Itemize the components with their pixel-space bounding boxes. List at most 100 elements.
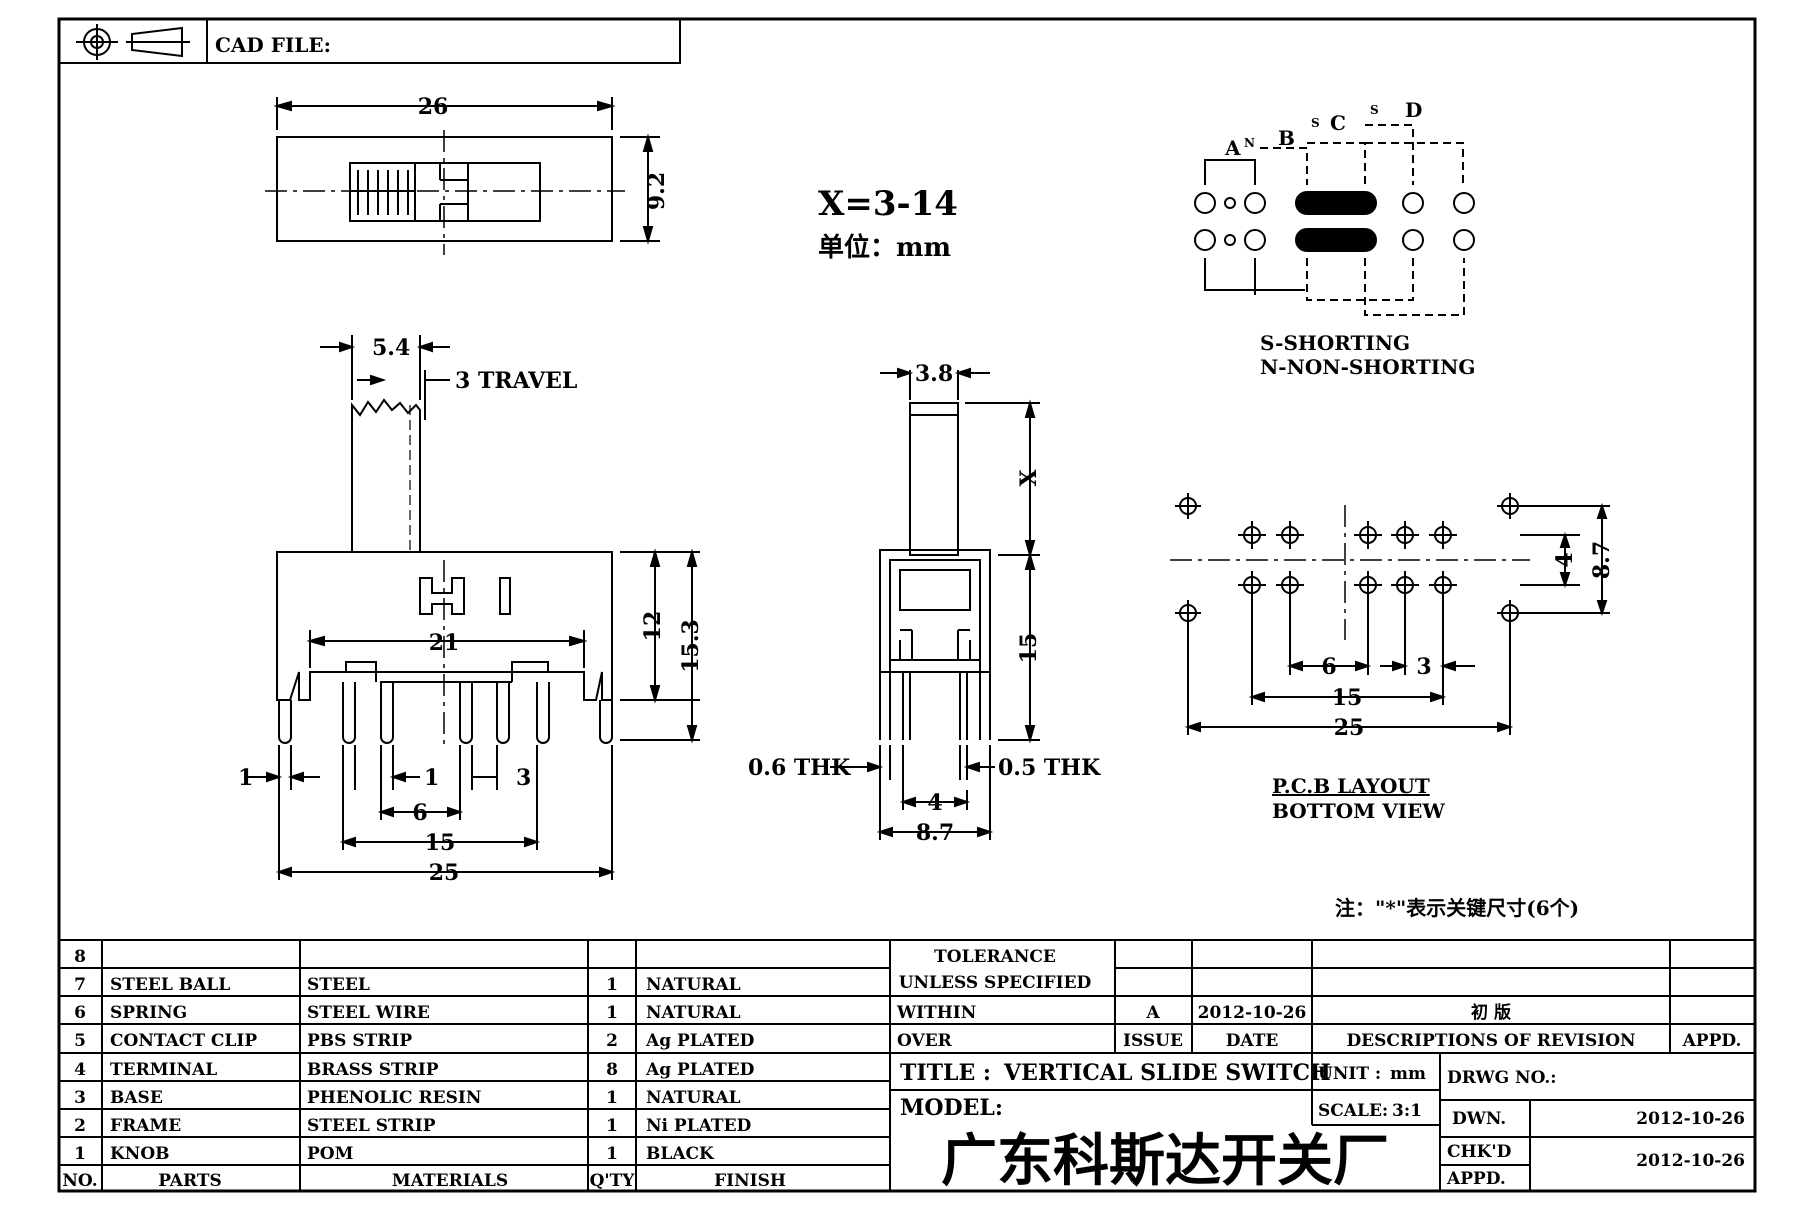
unit-value: mm xyxy=(1390,1064,1426,1084)
bom-qty: 1 xyxy=(606,1003,618,1023)
bom-finish: NATURAL xyxy=(646,1088,741,1108)
dim-6: 6 xyxy=(412,800,427,826)
schematic-label-b: B xyxy=(1278,126,1295,150)
appd-label: APPD. xyxy=(1446,1169,1506,1189)
bom-material: PHENOLIC RESIN xyxy=(307,1088,481,1108)
dim-15-3: 15.3 xyxy=(678,619,704,673)
bom-qty: 2 xyxy=(606,1031,618,1051)
dim-1-right: 1 xyxy=(424,765,439,791)
bom-header-no: NO. xyxy=(62,1171,97,1191)
tolerance-label: TOLERANCE xyxy=(934,947,1056,967)
over-label: OVER xyxy=(897,1031,953,1051)
bom-qty: 1 xyxy=(606,1144,618,1164)
dim-12: 12 xyxy=(640,611,666,642)
bom-row: 8 xyxy=(74,947,86,967)
bom-row: 2 FRAME STEEL STRIP 1 Ni PLATED xyxy=(74,1116,751,1136)
drwg-no-label: DRWG NO.: xyxy=(1447,1068,1557,1088)
bom-header-parts: PARTS xyxy=(158,1171,222,1191)
pcb-layout-title: P.C.B LAYOUT xyxy=(1272,774,1430,798)
revision-issue: A xyxy=(1145,1003,1160,1023)
legend-shorting: S-SHORTING xyxy=(1260,331,1410,355)
description-label: DESCRIPTIONS OF REVISION xyxy=(1346,1031,1635,1051)
dim-5-4: 5.4 xyxy=(372,335,410,361)
bom-part: KNOB xyxy=(110,1144,170,1164)
bom-finish: Ag PLATED xyxy=(645,1060,755,1080)
bom-header-qty: Q'TY xyxy=(590,1171,636,1191)
bom-qty: 1 xyxy=(606,1088,618,1108)
footnote: 注："*"表示关键尺寸(6个) xyxy=(1335,896,1579,920)
company-name: 广东科斯达开关厂 xyxy=(941,1129,1389,1194)
bom-part: TERMINAL xyxy=(110,1060,217,1080)
bom-no: 7 xyxy=(74,975,86,995)
front-view xyxy=(245,335,700,880)
title-label: TITLE : xyxy=(900,1060,991,1086)
dim-x: X xyxy=(1016,469,1042,487)
pcb-dim-25: 25 xyxy=(1334,715,1365,741)
bom-finish: BLACK xyxy=(646,1144,715,1164)
bom-part: CONTACT CLIP xyxy=(110,1031,257,1051)
unless-specified-label: UNLESS SPECIFIED xyxy=(899,973,1092,993)
issue-label: ISSUE xyxy=(1123,1031,1183,1051)
side-view xyxy=(830,367,1040,840)
thk-left-label: 0.6 THK xyxy=(748,755,851,781)
scale-label: SCALE: xyxy=(1318,1101,1388,1121)
title-block-grid xyxy=(59,939,1755,1191)
dwn-label: DWN. xyxy=(1452,1109,1506,1129)
bom-no: 6 xyxy=(74,1003,86,1023)
bom-row: 3 BASE PHENOLIC RESIN 1 NATURAL xyxy=(74,1088,741,1108)
legend-non-shorting: N-NON-SHORTING xyxy=(1260,355,1476,379)
bom-finish: Ag PLATED xyxy=(645,1031,755,1051)
revision-description: 初 版 xyxy=(1471,1002,1511,1023)
bom-part: BASE xyxy=(110,1088,163,1108)
pcb-bottom-view: BOTTOM VIEW xyxy=(1272,799,1445,823)
top-view xyxy=(265,97,660,255)
pcb-dim-4: 4 xyxy=(1552,552,1578,567)
bom-finish: NATURAL xyxy=(646,975,741,995)
dim-1-left: 1 xyxy=(238,765,253,791)
bom-finish: Ni PLATED xyxy=(646,1116,752,1136)
bom-row: 4 TERMINAL BRASS STRIP 8 Ag PLATED xyxy=(74,1060,755,1080)
note-unit: 单位：mm xyxy=(818,232,951,263)
schematic-label-n: N xyxy=(1244,136,1255,150)
dim-15-side: 15 xyxy=(1016,633,1042,664)
bom-part: FRAME xyxy=(110,1116,181,1136)
bom-qty: 1 xyxy=(606,1116,618,1136)
dim-26: 26 xyxy=(418,94,449,120)
mounting-holes xyxy=(1175,493,1523,626)
dim-4-side: 4 xyxy=(927,790,942,816)
bom-qty: 1 xyxy=(606,975,618,995)
pcb-dim-15: 15 xyxy=(1332,685,1363,711)
bom-material: BRASS STRIP xyxy=(307,1060,439,1080)
bom-no: 8 xyxy=(74,947,86,967)
switch-schematic xyxy=(1194,124,1475,316)
chkd-date: 2012-10-26 xyxy=(1636,1151,1745,1171)
projection-symbol-icon xyxy=(76,24,190,60)
bom-no: 4 xyxy=(74,1060,86,1080)
bom-material: STEEL STRIP xyxy=(307,1116,436,1136)
pcb-dim-6: 6 xyxy=(1321,654,1336,680)
revision-appd-label: APPD. xyxy=(1682,1031,1742,1051)
bom-row: 5 CONTACT CLIP PBS STRIP 2 Ag PLATED xyxy=(74,1031,755,1051)
schematic-label-d: D xyxy=(1405,98,1422,122)
travel-label: 3 TRAVEL xyxy=(455,368,577,394)
dim-3-8: 3.8 xyxy=(915,361,953,387)
dim-15: 15 xyxy=(425,830,456,856)
schematic-label-c: C xyxy=(1330,111,1346,135)
bom-no: 5 xyxy=(74,1031,86,1051)
bom-no: 3 xyxy=(74,1088,86,1108)
drawing-title: VERTICAL SLIDE SWITCH xyxy=(1003,1060,1331,1086)
schematic-label-a: A xyxy=(1224,136,1241,160)
bom-header-materials: MATERIALS xyxy=(392,1171,508,1191)
schematic-label-s2: S xyxy=(1370,103,1379,117)
note-x-range: X=3-14 xyxy=(818,184,958,224)
bom-row: 7 STEEL BALL STEEL 1 NATURAL xyxy=(74,975,741,995)
header-box xyxy=(58,18,681,64)
bom-material: STEEL WIRE xyxy=(307,1003,430,1023)
cad-file-label: CAD FILE: xyxy=(215,33,331,57)
revision-date: 2012-10-26 xyxy=(1198,1003,1307,1023)
schematic-label-s1: S xyxy=(1311,116,1320,130)
pcb-layout xyxy=(1170,493,1610,735)
within-label: WITHIN xyxy=(896,1003,976,1023)
sheet-border xyxy=(57,17,1757,1193)
